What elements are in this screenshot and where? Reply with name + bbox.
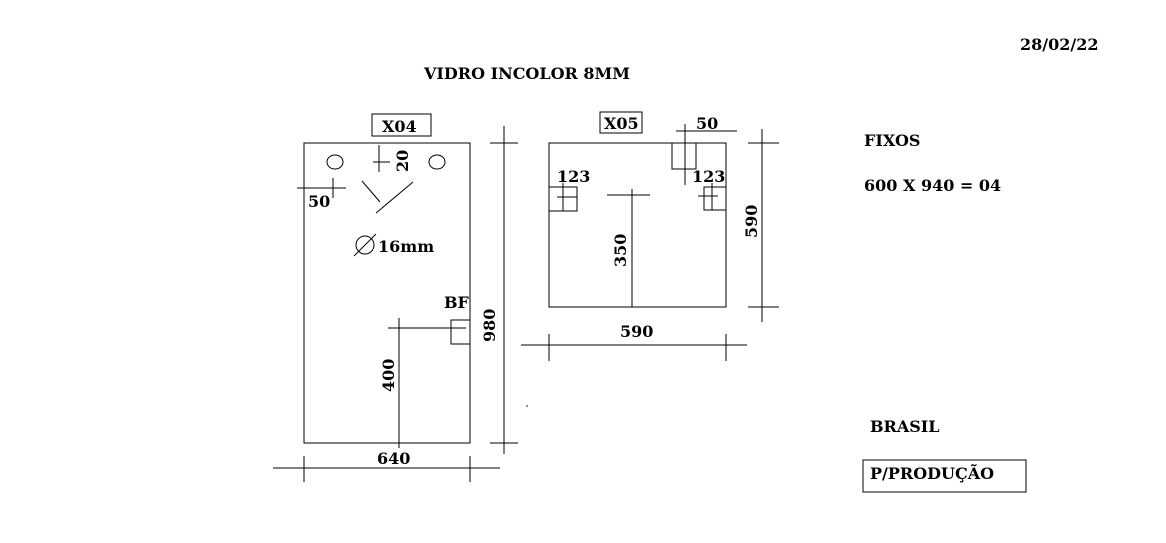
drawing-title: VIDRO INCOLOR 8MM: [423, 64, 630, 83]
fixos-label: FIXOS: [864, 131, 920, 150]
cutout-right-box: [703, 186, 727, 211]
panel-x05-height-label: 590: [742, 205, 761, 238]
panel-x05-tag: X05: [604, 114, 639, 133]
fixos-spec: 600 X 940 = 04: [864, 176, 1001, 195]
panel-x04-outline: [303, 142, 471, 444]
dim-50-label: 50: [308, 192, 330, 211]
panel-x05: X05 50 123 123 350 590 590: [521, 111, 779, 361]
brasil-label: BRASIL: [870, 417, 940, 436]
dim-400-label: 400: [379, 359, 398, 392]
diameter-icon-slash: [353, 233, 377, 257]
notch-top-right: [671, 142, 697, 170]
dim-20-label: 20: [393, 150, 412, 172]
panel-x04-width-label: 640: [377, 449, 410, 468]
stray-dot: [526, 405, 528, 407]
v-cut-right: [375, 181, 414, 214]
date-label: 28/02/22: [1020, 35, 1098, 54]
panel-x05-width-label: 590: [620, 322, 653, 341]
production-label: P/PRODUÇÃO: [870, 462, 994, 483]
panel-x04: X04 20 50 16mm BF 400 640: [273, 113, 528, 482]
panel-x05-dim-50-label: 50: [696, 114, 718, 133]
panel-x05-tag-box: [599, 111, 643, 134]
dim-350-label: 350: [611, 234, 630, 267]
panel-x04-tag-box: [371, 113, 432, 137]
notes: FIXOS 600 X 940 = 04 BRASIL P/PRODUÇÃO: [862, 131, 1027, 493]
production-box: [862, 459, 1027, 493]
diameter-icon: [355, 235, 375, 255]
hole-diameter-label: 16mm: [378, 237, 434, 256]
cutout-left-label: 123: [557, 167, 590, 186]
v-cut-left: [361, 180, 381, 203]
hole-left: [326, 154, 344, 170]
panel-x04-tag: X04: [382, 117, 417, 136]
hole-right: [428, 154, 446, 170]
panel-x04-height-label: 980: [480, 309, 499, 342]
fitting-bf-label: BF: [444, 293, 470, 312]
fitting-bf-box: [450, 319, 471, 345]
cutout-right-label: 123: [692, 167, 725, 186]
panel-x05-outline: [548, 142, 727, 308]
